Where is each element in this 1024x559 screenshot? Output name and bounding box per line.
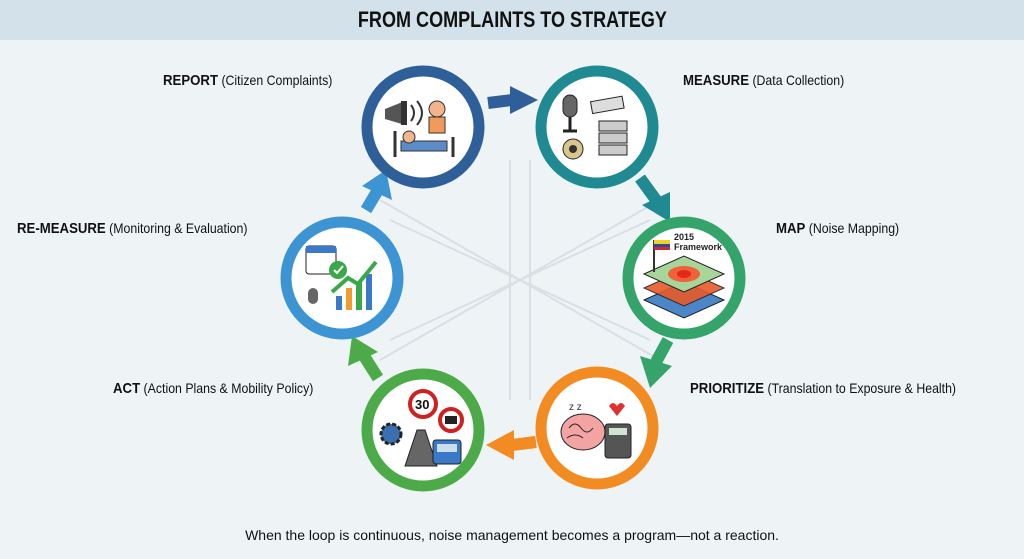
arrow-head [510, 86, 538, 114]
map-framework-text: 2015 [674, 232, 694, 242]
speed-limit-text: 30 [415, 397, 429, 412]
arrow-measure-to-map [635, 174, 661, 204]
act-icon: 30 [379, 389, 464, 467]
arrow-head [348, 336, 378, 366]
svg-text:Framework: Framework [674, 242, 723, 252]
arrow-head [362, 170, 392, 200]
label-report: REPORT (Citizen Complaints) [163, 72, 333, 89]
arrow-remeasure-to-report [360, 186, 384, 214]
page-title: FROM COMPLAINTS TO STRATEGY [357, 7, 667, 32]
step-circle-report [361, 65, 485, 189]
label-act: ACT (Action Plans & Mobility Policy) [113, 380, 314, 397]
measure-icon [562, 94, 628, 160]
arrow-head [642, 192, 670, 222]
arrows [348, 86, 674, 460]
label-prioritize: PRIORITIZE (Translation to Exposure & He… [690, 380, 957, 397]
step-circle-measure [535, 65, 659, 189]
arrow-head [486, 430, 514, 460]
svg-text:z z: z z [569, 402, 582, 413]
remeasure-icon [305, 245, 378, 310]
arrow-prioritize-to-act [511, 436, 537, 451]
footer-caption: When the loop is continuous, noise manag… [245, 527, 779, 543]
background-lines [379, 160, 661, 400]
label-measure: MEASURE (Data Collection) [683, 72, 845, 89]
map-icon: 2015 Framework [642, 232, 726, 319]
arrow-head [640, 356, 672, 388]
arrow-map-to-prioritize [650, 337, 674, 365]
header-bar: FROM COMPLAINTS TO STRATEGY [0, 0, 1024, 40]
arrow-act-to-remeasure [358, 352, 384, 382]
prioritize-icon: z z [560, 402, 632, 459]
arrow-report-to-measure [487, 94, 513, 109]
label-remeasure: RE-MEASURE (Monitoring & Evaluation) [17, 220, 248, 237]
report-icon [385, 100, 455, 157]
label-map: MAP (Noise Mapping) [776, 220, 900, 237]
